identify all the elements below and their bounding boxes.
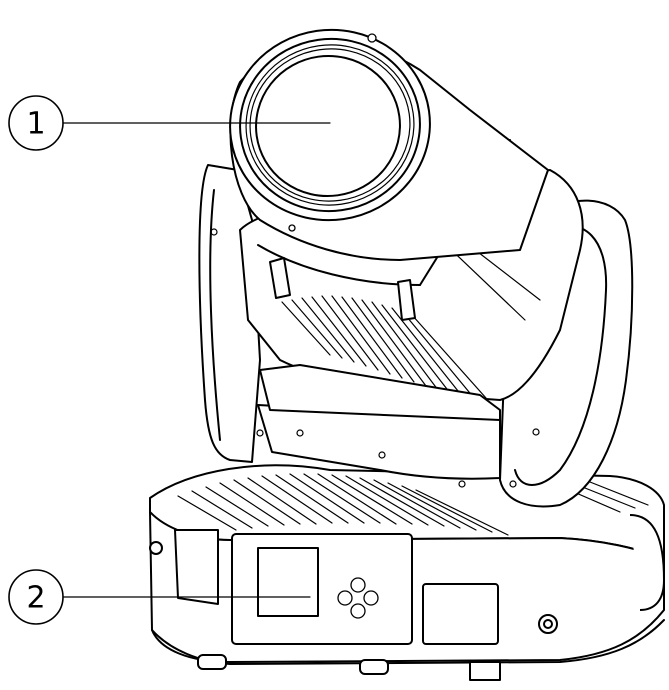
front-panel (174, 529, 499, 645)
control-buttons (337, 577, 379, 619)
lens (255, 54, 401, 198)
lens-assembly (229, 28, 549, 261)
callout-1: 1 (8, 95, 331, 151)
control-panel-display (257, 547, 319, 617)
head-fins (281, 295, 487, 399)
callout-2-circle (8, 569, 64, 625)
callout-1-circle (8, 95, 64, 151)
base-vents (177, 473, 649, 536)
callout-2: 2 (8, 569, 311, 625)
callout-1-number: 1 (26, 107, 45, 142)
callout-2-number: 2 (26, 581, 45, 616)
